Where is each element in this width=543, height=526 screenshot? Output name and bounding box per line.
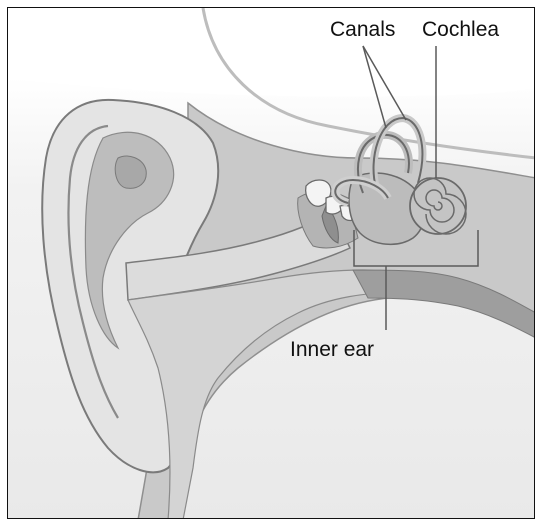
- diagram-frame: Canals Cochlea Inner ear: [7, 7, 535, 519]
- label-canals: Canals: [330, 18, 395, 41]
- cochlea-shape: [410, 178, 466, 234]
- ear-anatomy-illustration: Canals Cochlea Inner ear: [8, 8, 535, 519]
- label-cochlea: Cochlea: [422, 18, 499, 41]
- label-inner-ear: Inner ear: [290, 338, 374, 361]
